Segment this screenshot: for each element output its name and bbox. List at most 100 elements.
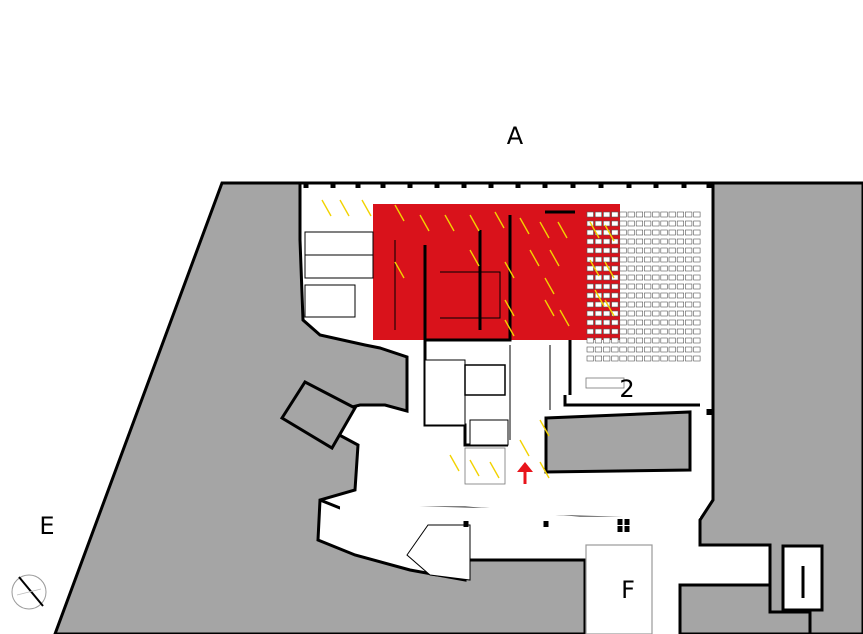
column <box>617 519 623 525</box>
seat <box>611 229 619 236</box>
hatch-line <box>594 289 605 307</box>
hatch-line <box>469 214 480 232</box>
seat <box>652 310 660 317</box>
seat <box>660 301 668 308</box>
hatch-line <box>504 299 515 317</box>
seat <box>611 319 619 326</box>
seat <box>660 211 668 218</box>
seat <box>685 301 693 308</box>
seat <box>644 337 652 344</box>
seat <box>635 247 644 254</box>
column <box>626 182 632 188</box>
seat <box>586 229 594 236</box>
column <box>706 409 712 415</box>
hatch-line <box>394 261 405 279</box>
seat <box>635 274 644 281</box>
seat <box>594 337 603 344</box>
seat <box>635 211 644 218</box>
seat <box>652 265 660 272</box>
seat <box>652 229 660 236</box>
hatch-line <box>504 319 515 337</box>
seat <box>685 238 693 245</box>
seat <box>676 265 685 272</box>
seat <box>594 220 603 227</box>
column <box>653 182 659 188</box>
seat <box>668 319 676 326</box>
hatch-line <box>539 419 550 437</box>
hatch-line <box>549 249 560 267</box>
seat <box>611 328 619 335</box>
seat <box>668 310 676 317</box>
seat <box>685 247 693 254</box>
seat <box>676 256 685 263</box>
seat <box>652 238 660 245</box>
seat <box>586 256 594 263</box>
seat <box>652 301 660 308</box>
column <box>598 182 604 188</box>
seat <box>652 211 660 218</box>
seat <box>611 283 619 290</box>
seat <box>619 256 627 263</box>
seat <box>627 292 635 299</box>
hatch-line <box>489 461 500 479</box>
seat <box>611 220 619 227</box>
seat <box>676 346 685 353</box>
hatch-line <box>394 204 405 222</box>
seat <box>627 328 635 335</box>
seat <box>603 283 611 290</box>
seat <box>635 220 644 227</box>
label-f: F <box>621 576 635 604</box>
seat <box>627 211 635 218</box>
seat <box>685 256 693 263</box>
seat <box>603 310 611 317</box>
seat <box>635 328 644 335</box>
seat <box>693 346 701 353</box>
seat <box>619 247 627 254</box>
seat <box>668 328 676 335</box>
hatch-line <box>449 454 460 472</box>
hatch-line <box>321 199 332 217</box>
seat <box>652 346 660 353</box>
seat <box>619 229 627 236</box>
seat <box>619 319 627 326</box>
seat <box>594 247 603 254</box>
column <box>330 182 336 188</box>
column <box>380 182 386 188</box>
seat <box>668 355 676 362</box>
auditorium-seating <box>586 211 701 362</box>
toilet-cubicles <box>304 231 374 318</box>
hatch-line <box>589 221 600 239</box>
seat <box>660 346 668 353</box>
seat <box>586 355 594 362</box>
seat <box>652 355 660 362</box>
seat <box>627 301 635 308</box>
seat <box>635 337 644 344</box>
seat <box>668 292 676 299</box>
seat <box>611 346 619 353</box>
seat <box>668 220 676 227</box>
seat <box>635 265 644 272</box>
seat <box>660 256 668 263</box>
seat <box>594 346 603 353</box>
seat <box>668 301 676 308</box>
seat <box>619 265 627 272</box>
seat <box>644 310 652 317</box>
label-e: E <box>39 512 54 540</box>
seat <box>619 238 627 245</box>
seat <box>619 328 627 335</box>
column <box>681 182 687 188</box>
seat <box>586 238 594 245</box>
seat <box>660 328 668 335</box>
column <box>542 182 548 188</box>
seat <box>603 328 611 335</box>
hatch-line <box>604 261 615 279</box>
seat <box>611 274 619 281</box>
seat <box>627 265 635 272</box>
seat <box>644 292 652 299</box>
seat <box>635 292 644 299</box>
seat <box>644 211 652 218</box>
seat <box>644 256 652 263</box>
seat <box>611 256 619 263</box>
hatch-line <box>539 221 550 239</box>
seat <box>644 355 652 362</box>
